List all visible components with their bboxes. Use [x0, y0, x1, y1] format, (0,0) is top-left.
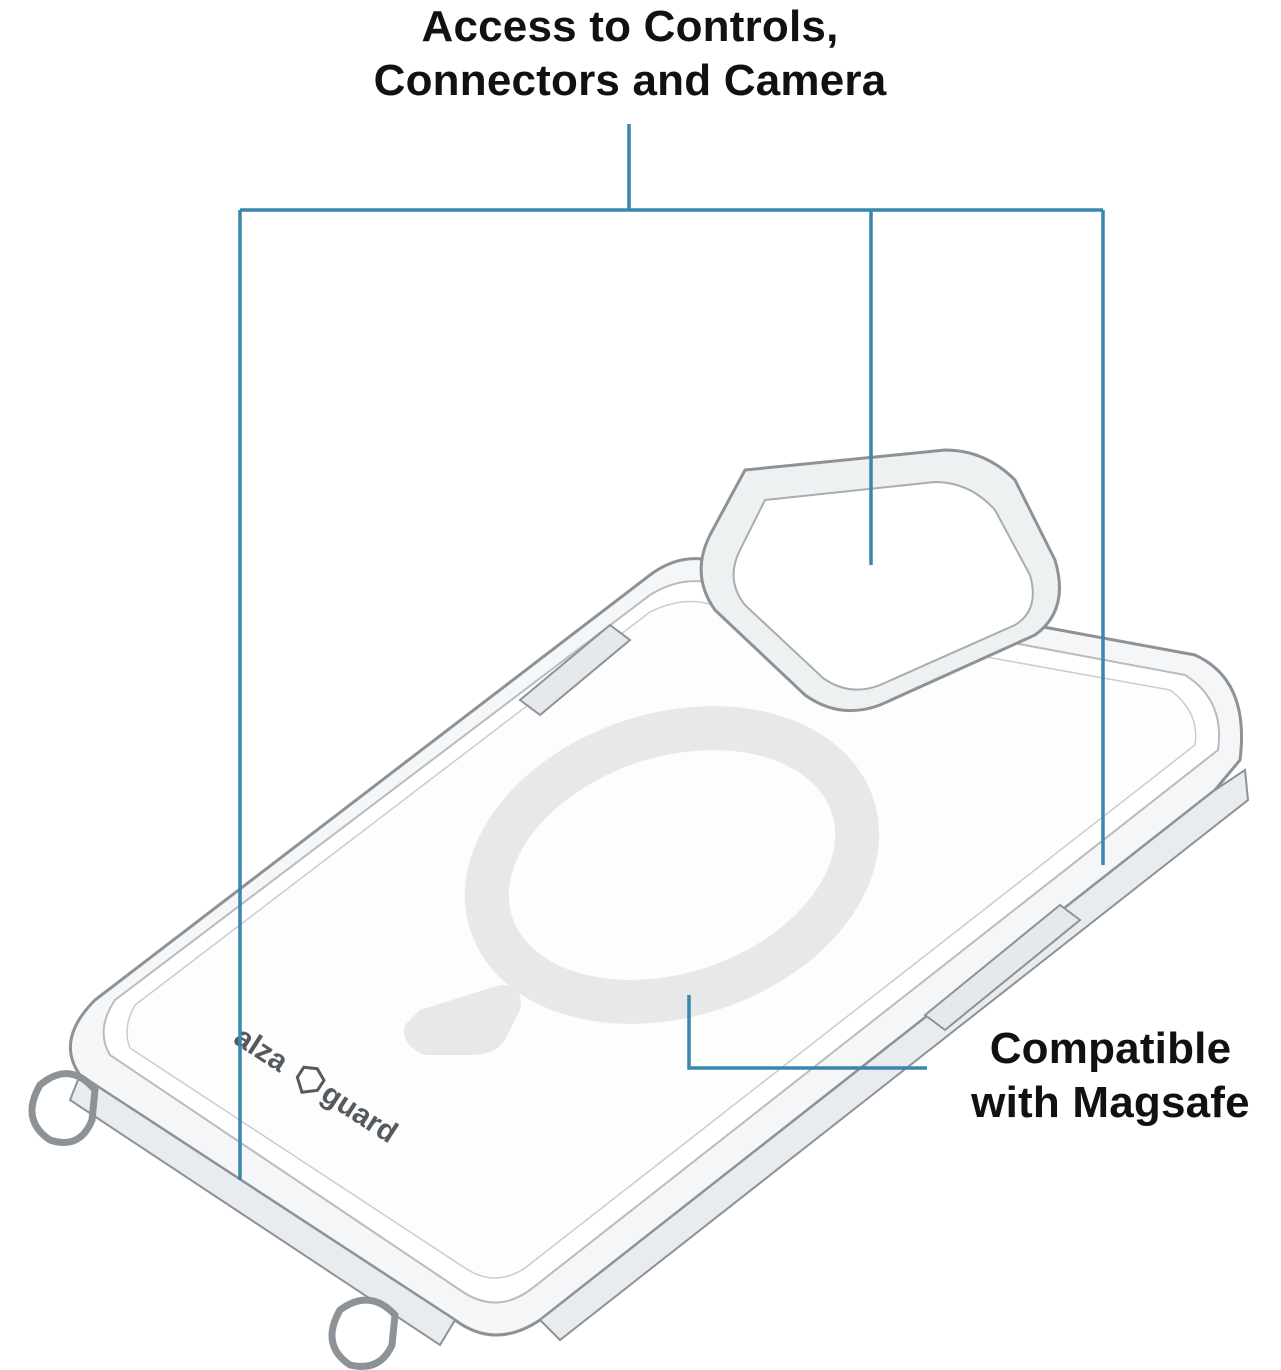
- leader-lines: [238, 124, 1105, 1180]
- power-button-slot: [923, 903, 1082, 1032]
- controls-connectors-camera-callout: Access to Controls, Connectors and Camer…: [330, 0, 930, 107]
- magsafe-alignment-bar: [404, 985, 521, 1055]
- lanyard-loop-bottom: [328, 1296, 399, 1370]
- callout-line-2: Connectors and Camera: [373, 55, 887, 105]
- volume-button-slot: [518, 623, 632, 717]
- callout-line-1: Access to Controls,: [421, 2, 839, 51]
- camera-frame-inner: [732, 480, 1034, 691]
- case-bottom-rail: [68, 1073, 457, 1347]
- camera-cutout: [699, 448, 1061, 713]
- lanyard-loops: [28, 1070, 399, 1370]
- lanyard-loop-top: [28, 1070, 99, 1146]
- magsafe-callout: Compatible with Magsafe: [940, 1022, 1281, 1129]
- leader-line-magsafe: [687, 995, 927, 1070]
- phone-case: [68, 557, 1250, 1347]
- callout-line-2: with Magsafe: [971, 1077, 1250, 1127]
- shield-outline-icon: [295, 1065, 326, 1094]
- magsafe-ring: [404, 706, 880, 1055]
- side-buttons: [518, 623, 1082, 1032]
- case-back-panel: [126, 600, 1197, 1279]
- callout-line-1: Compatible: [989, 1024, 1232, 1073]
